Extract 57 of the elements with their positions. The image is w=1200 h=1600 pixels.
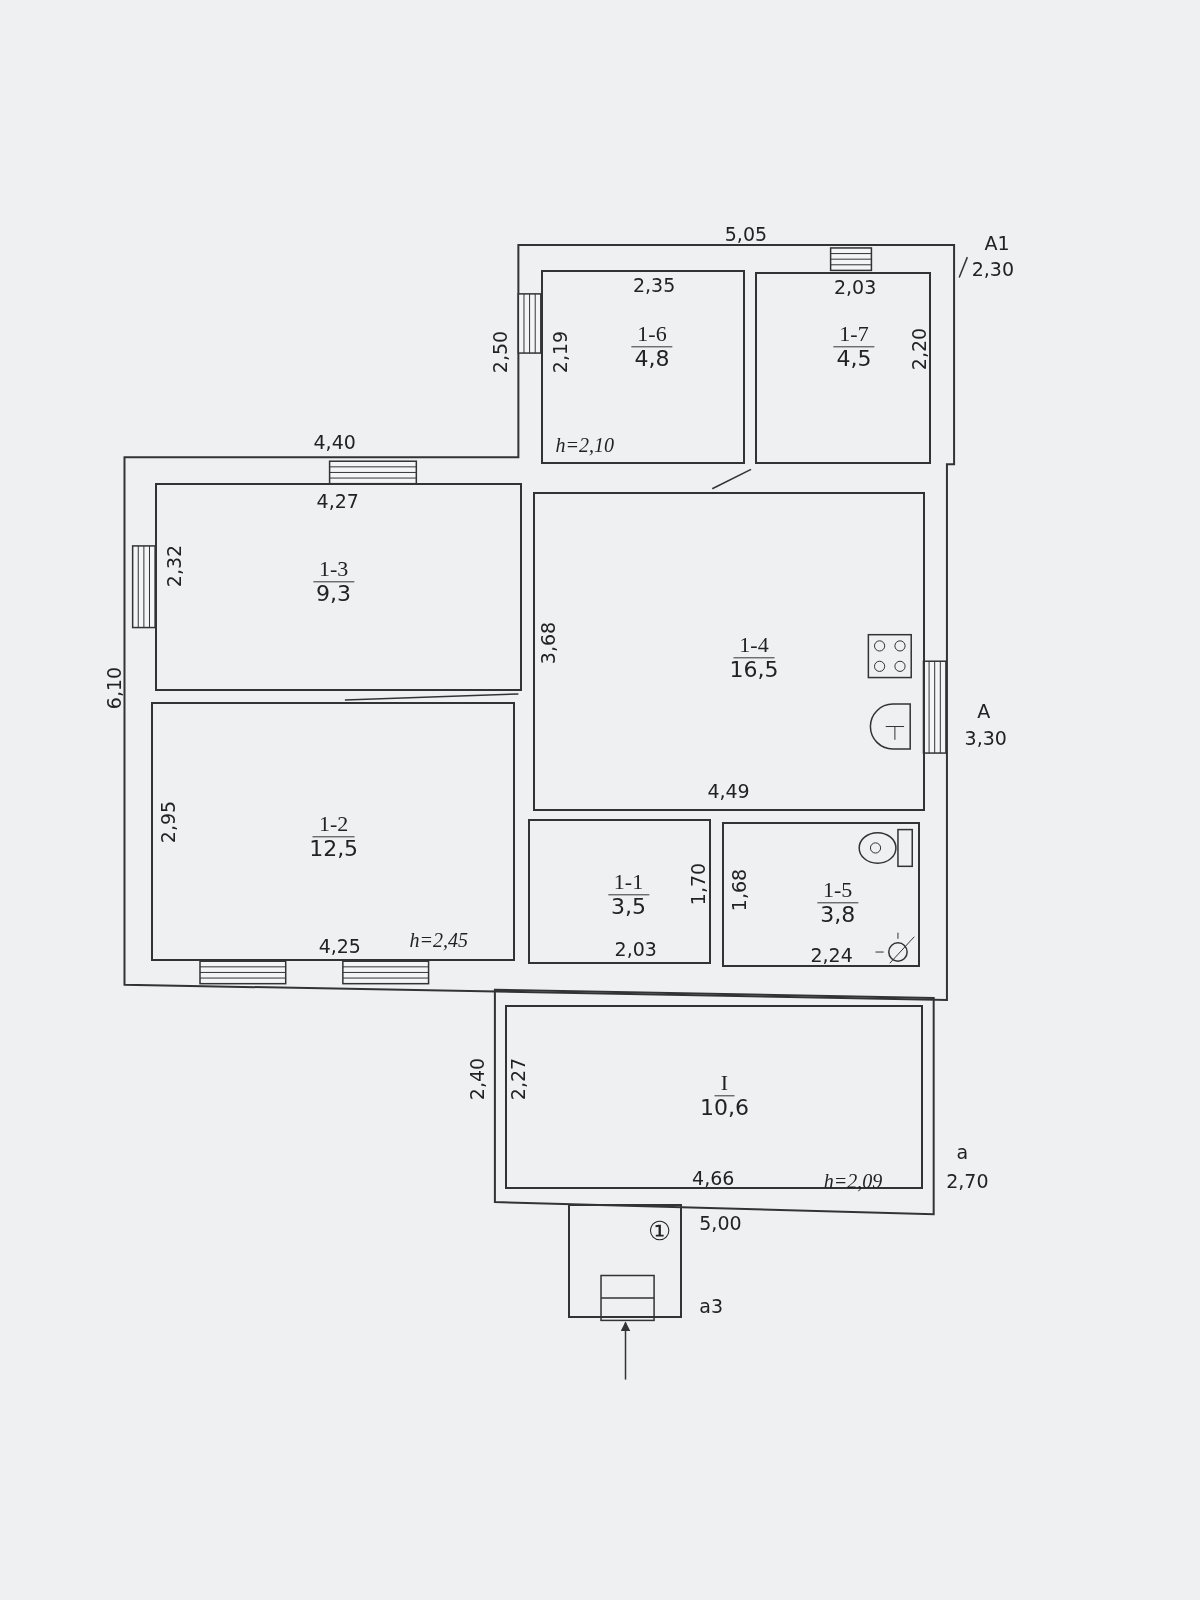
section-letter: A1 <box>984 231 1010 254</box>
room-outline <box>532 491 926 812</box>
room-number: 1-2 <box>312 812 355 838</box>
ceiling-height: h=2,09 <box>823 1169 883 1193</box>
dimension-label: 2,20 <box>908 327 931 371</box>
dimension-label: 2,03 <box>833 275 877 298</box>
room-outline <box>527 819 712 965</box>
height-label: 2,70 <box>946 1169 989 1192</box>
section-letter: A <box>977 700 991 723</box>
dimension-label: 4,40 <box>313 430 356 453</box>
room-area: 10,6 <box>699 1096 749 1121</box>
dimension-label: 5,05 <box>724 222 768 245</box>
dimension-label: 4,49 <box>707 779 750 802</box>
dimension-label: 3,68 <box>536 621 559 664</box>
room-outline <box>540 270 745 465</box>
room-number: I <box>714 1071 735 1097</box>
dimension-label: 2,40 <box>465 1057 488 1100</box>
dimension-label: 4,25 <box>318 934 361 957</box>
dimension-label: 4,66 <box>692 1166 735 1189</box>
room-outline <box>155 482 523 691</box>
room-number: 1-7 <box>833 322 875 348</box>
room-number: 1-4 <box>733 633 775 659</box>
dimension-label: 2,30 <box>971 258 1014 281</box>
room-area: 4,5 <box>836 347 872 372</box>
room-outline <box>755 272 931 465</box>
room-number: 1-5 <box>817 878 859 904</box>
room-number: 1-1 <box>607 870 650 896</box>
room-area: 12,5 <box>309 837 359 862</box>
ceiling-height: h=2,10 <box>555 433 614 457</box>
room-number: 1-3 <box>312 556 355 583</box>
dimension-label: 4,27 <box>316 490 359 512</box>
section-letter: a3 <box>699 1295 724 1318</box>
dimension-label: 2,95 <box>157 801 180 844</box>
dimension-label: 2,35 <box>632 273 676 296</box>
dimension-label: 2,27 <box>507 1057 530 1100</box>
dimension-label: 5,00 <box>699 1212 742 1235</box>
dimension-label: 1,70 <box>686 862 709 905</box>
dimension-label: 2,50 <box>489 330 511 374</box>
room-area: 3,5 <box>611 895 646 920</box>
dimension-label: 2,32 <box>163 545 186 588</box>
entrance-number: ① <box>647 1215 671 1247</box>
dimension-label: 2,19 <box>549 330 572 374</box>
room-area: 4,8 <box>634 347 670 372</box>
section-letter: a <box>956 1141 969 1164</box>
dimension-label: 6,10 <box>103 666 126 709</box>
room-area: 9,3 <box>316 582 352 607</box>
room-outline <box>722 822 921 968</box>
room-area: 3,8 <box>820 903 856 928</box>
dimension-label: 1,68 <box>727 868 750 911</box>
room-outline <box>151 702 516 962</box>
porch-outline <box>568 1204 682 1319</box>
dimension-label: 2,24 <box>810 944 853 967</box>
room-area: 16,5 <box>729 658 779 683</box>
dimension-label: 2,03 <box>614 937 657 960</box>
ceiling-height: h=2,45 <box>409 928 468 952</box>
room-number: 1-6 <box>631 322 673 348</box>
height-label: 3,30 <box>964 726 1007 749</box>
